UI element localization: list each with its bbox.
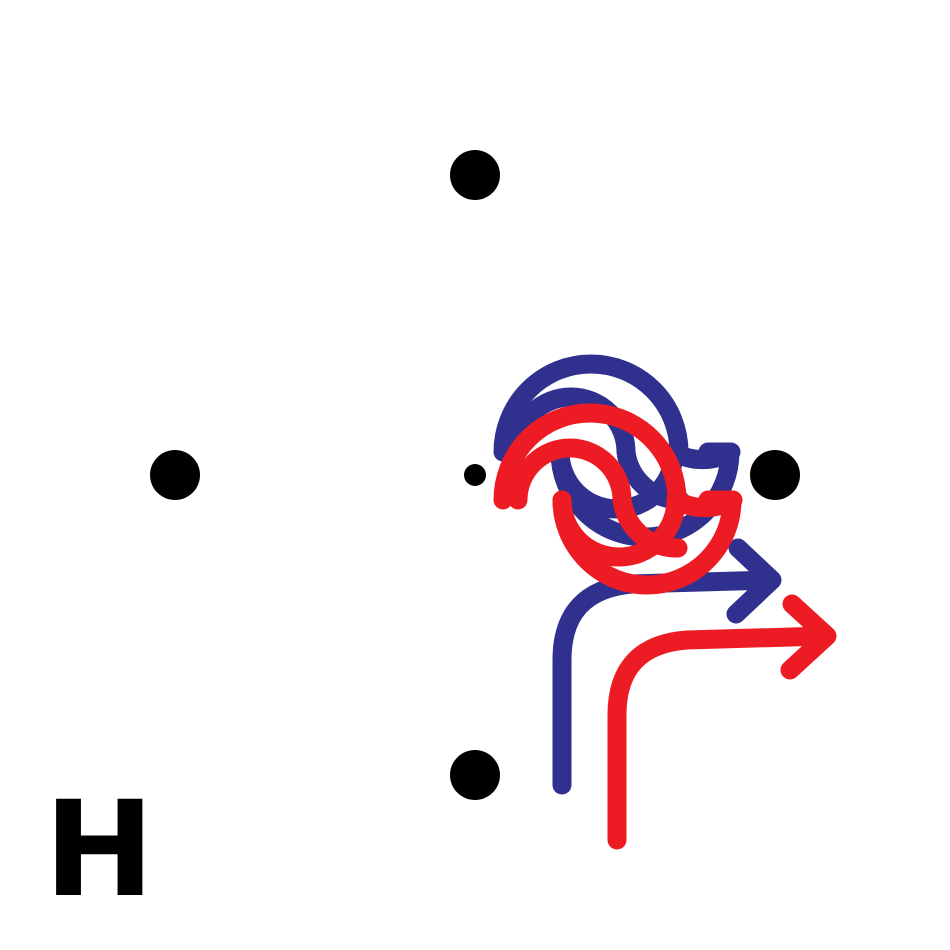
blue-turn-arrow-head xyxy=(726,538,782,624)
red-swirl-outer xyxy=(493,403,687,510)
red-turn-arrow-shaft xyxy=(607,626,835,850)
blue-swirl-outer xyxy=(493,354,689,462)
red-path xyxy=(493,403,837,850)
dot-bottom xyxy=(450,750,500,800)
dots-group xyxy=(150,150,800,800)
dot-center xyxy=(464,464,486,486)
dot-right xyxy=(750,450,800,500)
red-hook xyxy=(552,490,742,595)
dot-top xyxy=(450,150,500,200)
red-turn-arrow-head xyxy=(780,594,837,680)
red-swirl-inner xyxy=(508,438,688,558)
blue-path xyxy=(493,354,782,795)
diagram-label: H xyxy=(44,773,154,927)
dot-left xyxy=(150,450,200,500)
